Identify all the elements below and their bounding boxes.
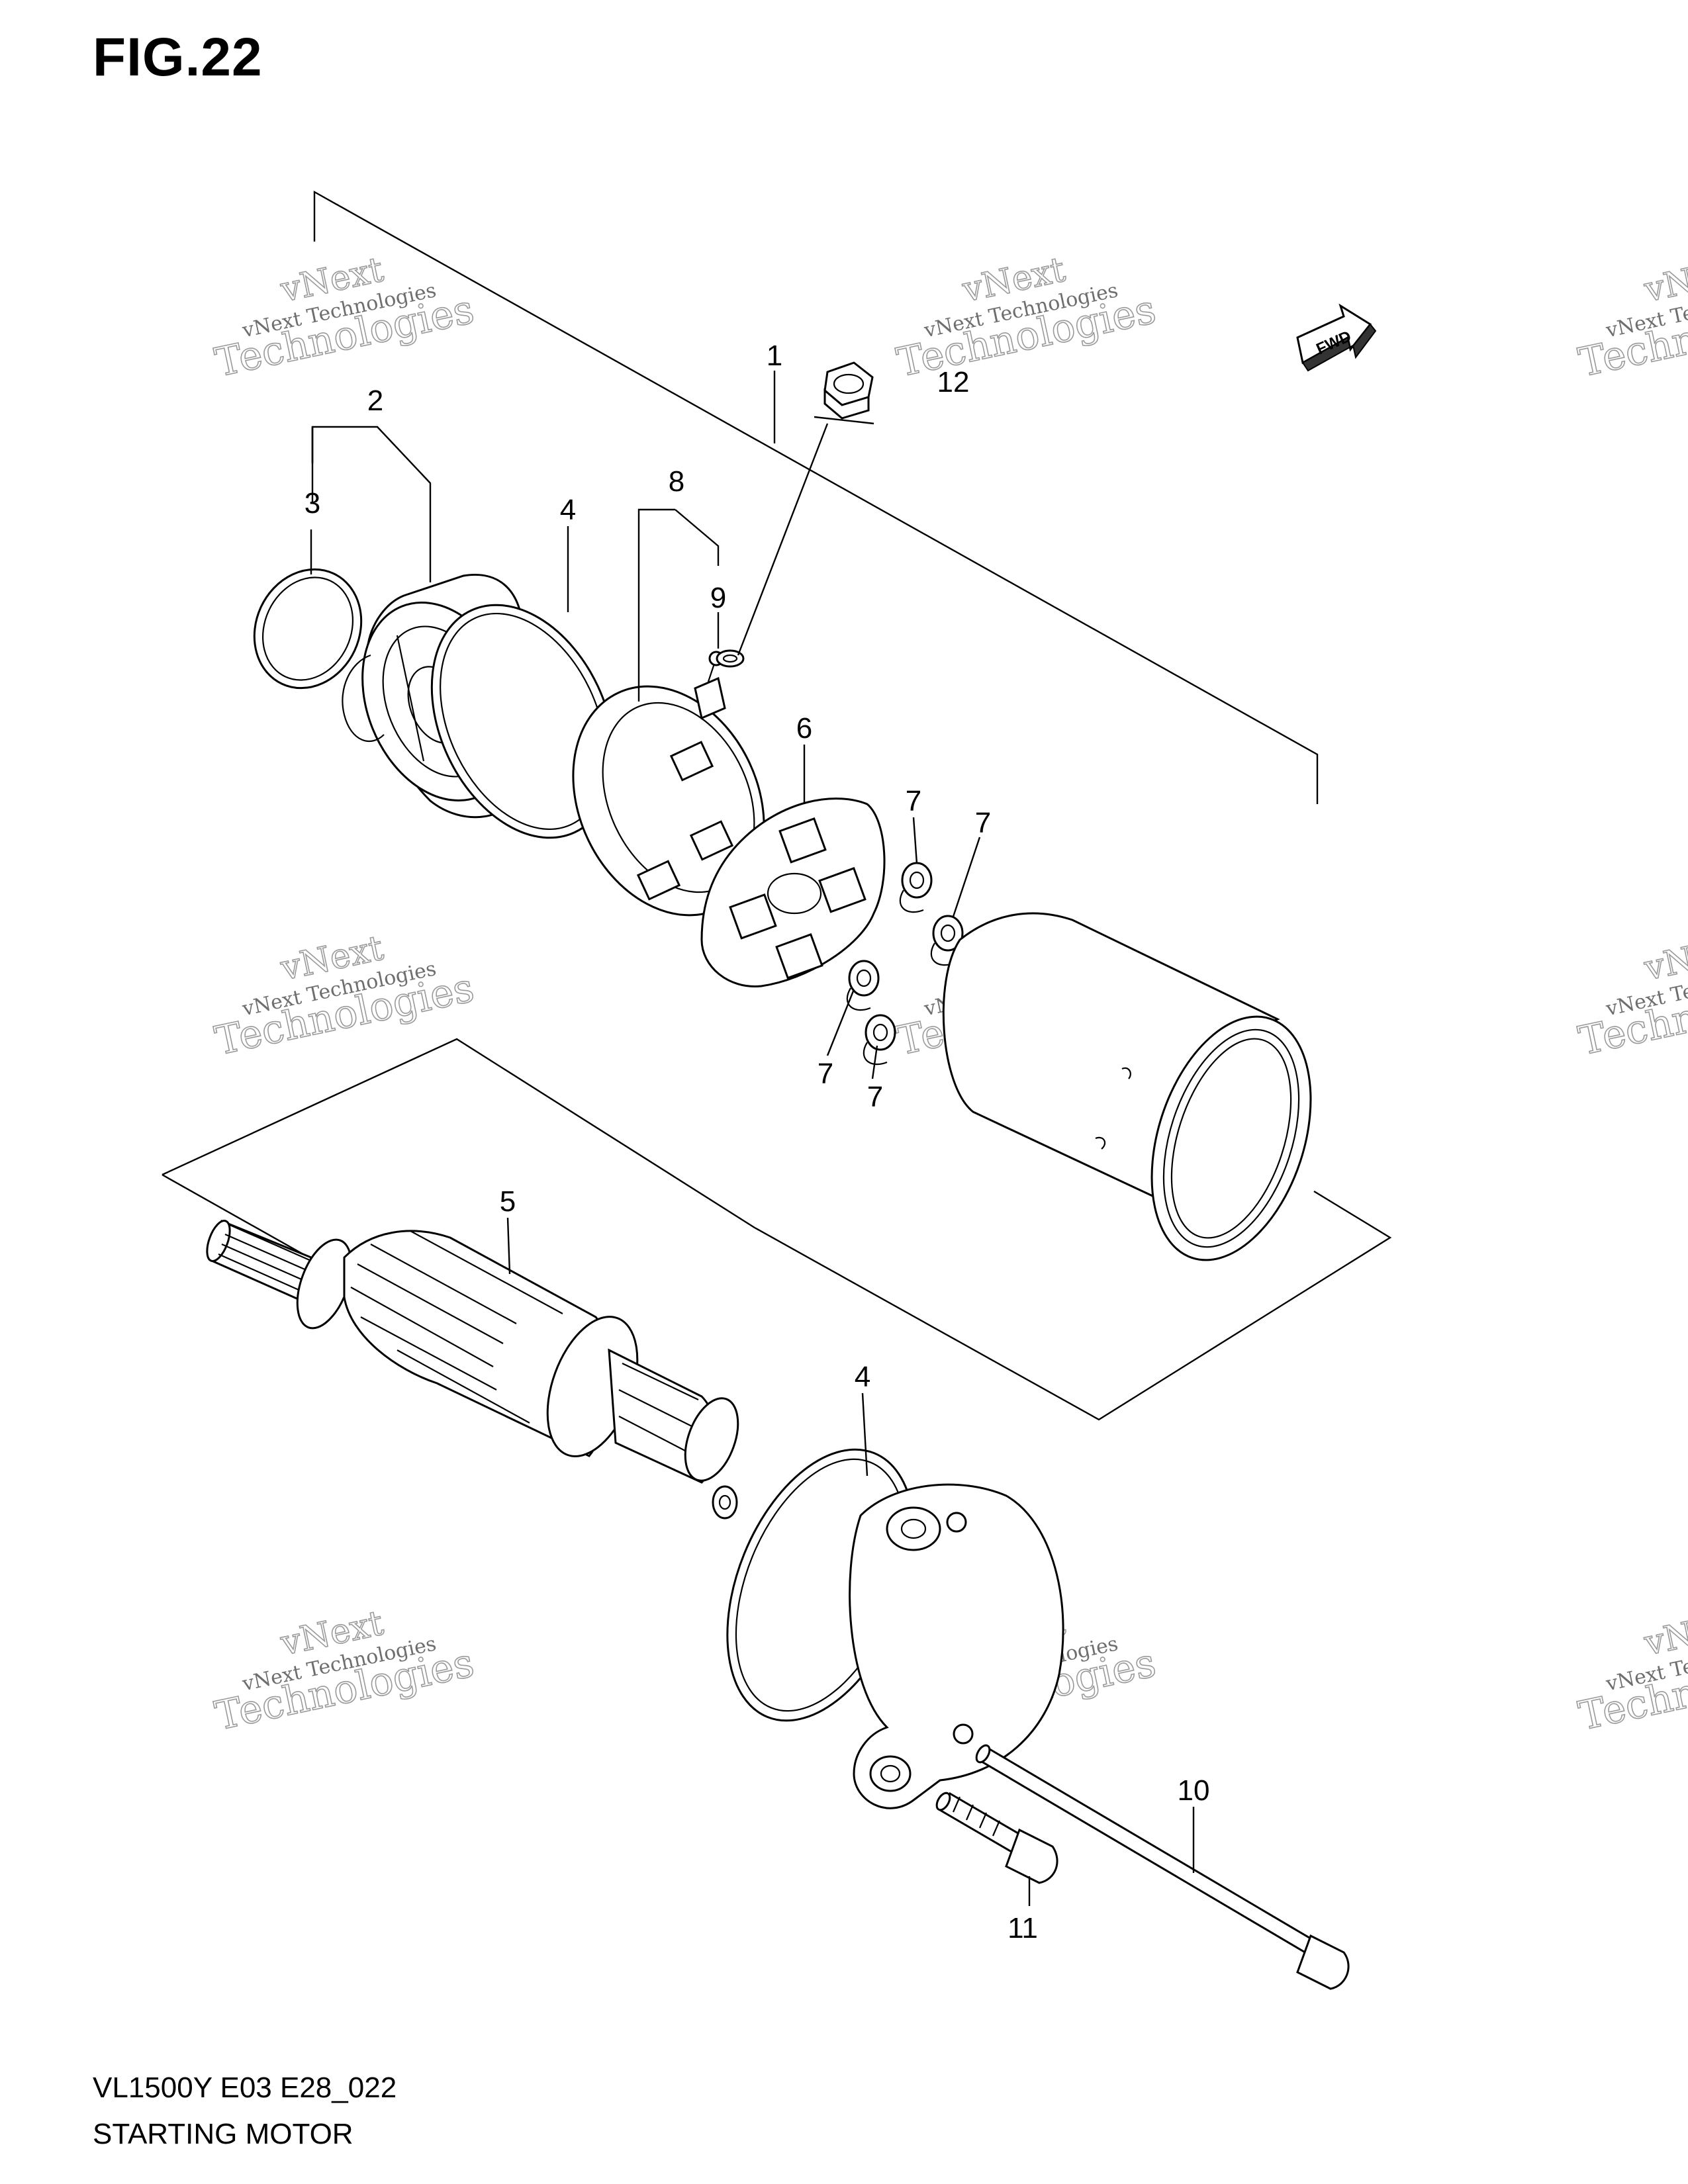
watermark-line1: vNext [1640,929,1688,989]
leader-lines [310,371,1195,1906]
watermark: vNext vNext Technologies Technologies [1574,928,1688,1066]
callout-3: 3 [305,487,320,520]
mounting-bolt-short [935,1792,1058,1884]
through-bolt-long [975,1744,1350,1990]
drive-end-housing [849,1483,1064,1809]
watermark-line1: vNext [1640,250,1688,310]
brush-plate [700,797,886,987]
watermark: vNext vNext Technologies Technologies [211,928,479,1066]
armature [206,1219,739,1520]
callout-1: 1 [767,340,782,372]
watermark: vNext vNext Technologies Technologies [1574,1603,1688,1741]
terminal-nut [823,361,874,420]
callout-9: 9 [710,582,726,614]
watermark-line1: vNext [1640,1604,1688,1664]
callout-5: 5 [500,1185,516,1218]
figure-title: FIG.22 [93,27,263,87]
callout-4-lower: 4 [855,1361,870,1393]
watermark: vNext vNext Technologies Technologies [1574,250,1688,387]
motor-yoke [942,912,1312,1261]
callout-7c: 7 [818,1058,833,1090]
diagram-name: STARTING MOTOR [93,2118,353,2150]
watermark: vNext vNext Technologies Technologies [211,250,479,387]
fwd-arrow-icon: FWD [1296,303,1377,372]
callout-7b: 7 [975,807,991,839]
callout-12: 12 [937,366,970,398]
callout-7a: 7 [906,785,921,817]
terminal-o-ring [716,649,745,668]
o-ring [253,568,363,690]
watermark: vNext vNext Technologies Technologies [892,250,1160,387]
callout-8: 8 [669,465,684,498]
callout-2: 2 [367,385,383,417]
callout-4-upper: 4 [560,494,576,526]
watermark: vNext vNext Technologies Technologies [211,1603,479,1741]
callout-10: 10 [1178,1774,1210,1807]
brush-holder-housing [572,651,765,917]
brush-spring [899,862,933,913]
gasket-ring-upper [430,604,616,839]
upper-assembly-frame [313,190,1319,804]
callout-6: 6 [796,712,812,745]
diagram-code: VL1500Y E03 E28_022 [93,2071,397,2104]
callout-7d: 7 [867,1081,883,1113]
brush-spring [846,960,880,1011]
callout-11: 11 [1008,1912,1038,1944]
brush-spring [863,1014,896,1066]
brush-spring [930,915,964,966]
